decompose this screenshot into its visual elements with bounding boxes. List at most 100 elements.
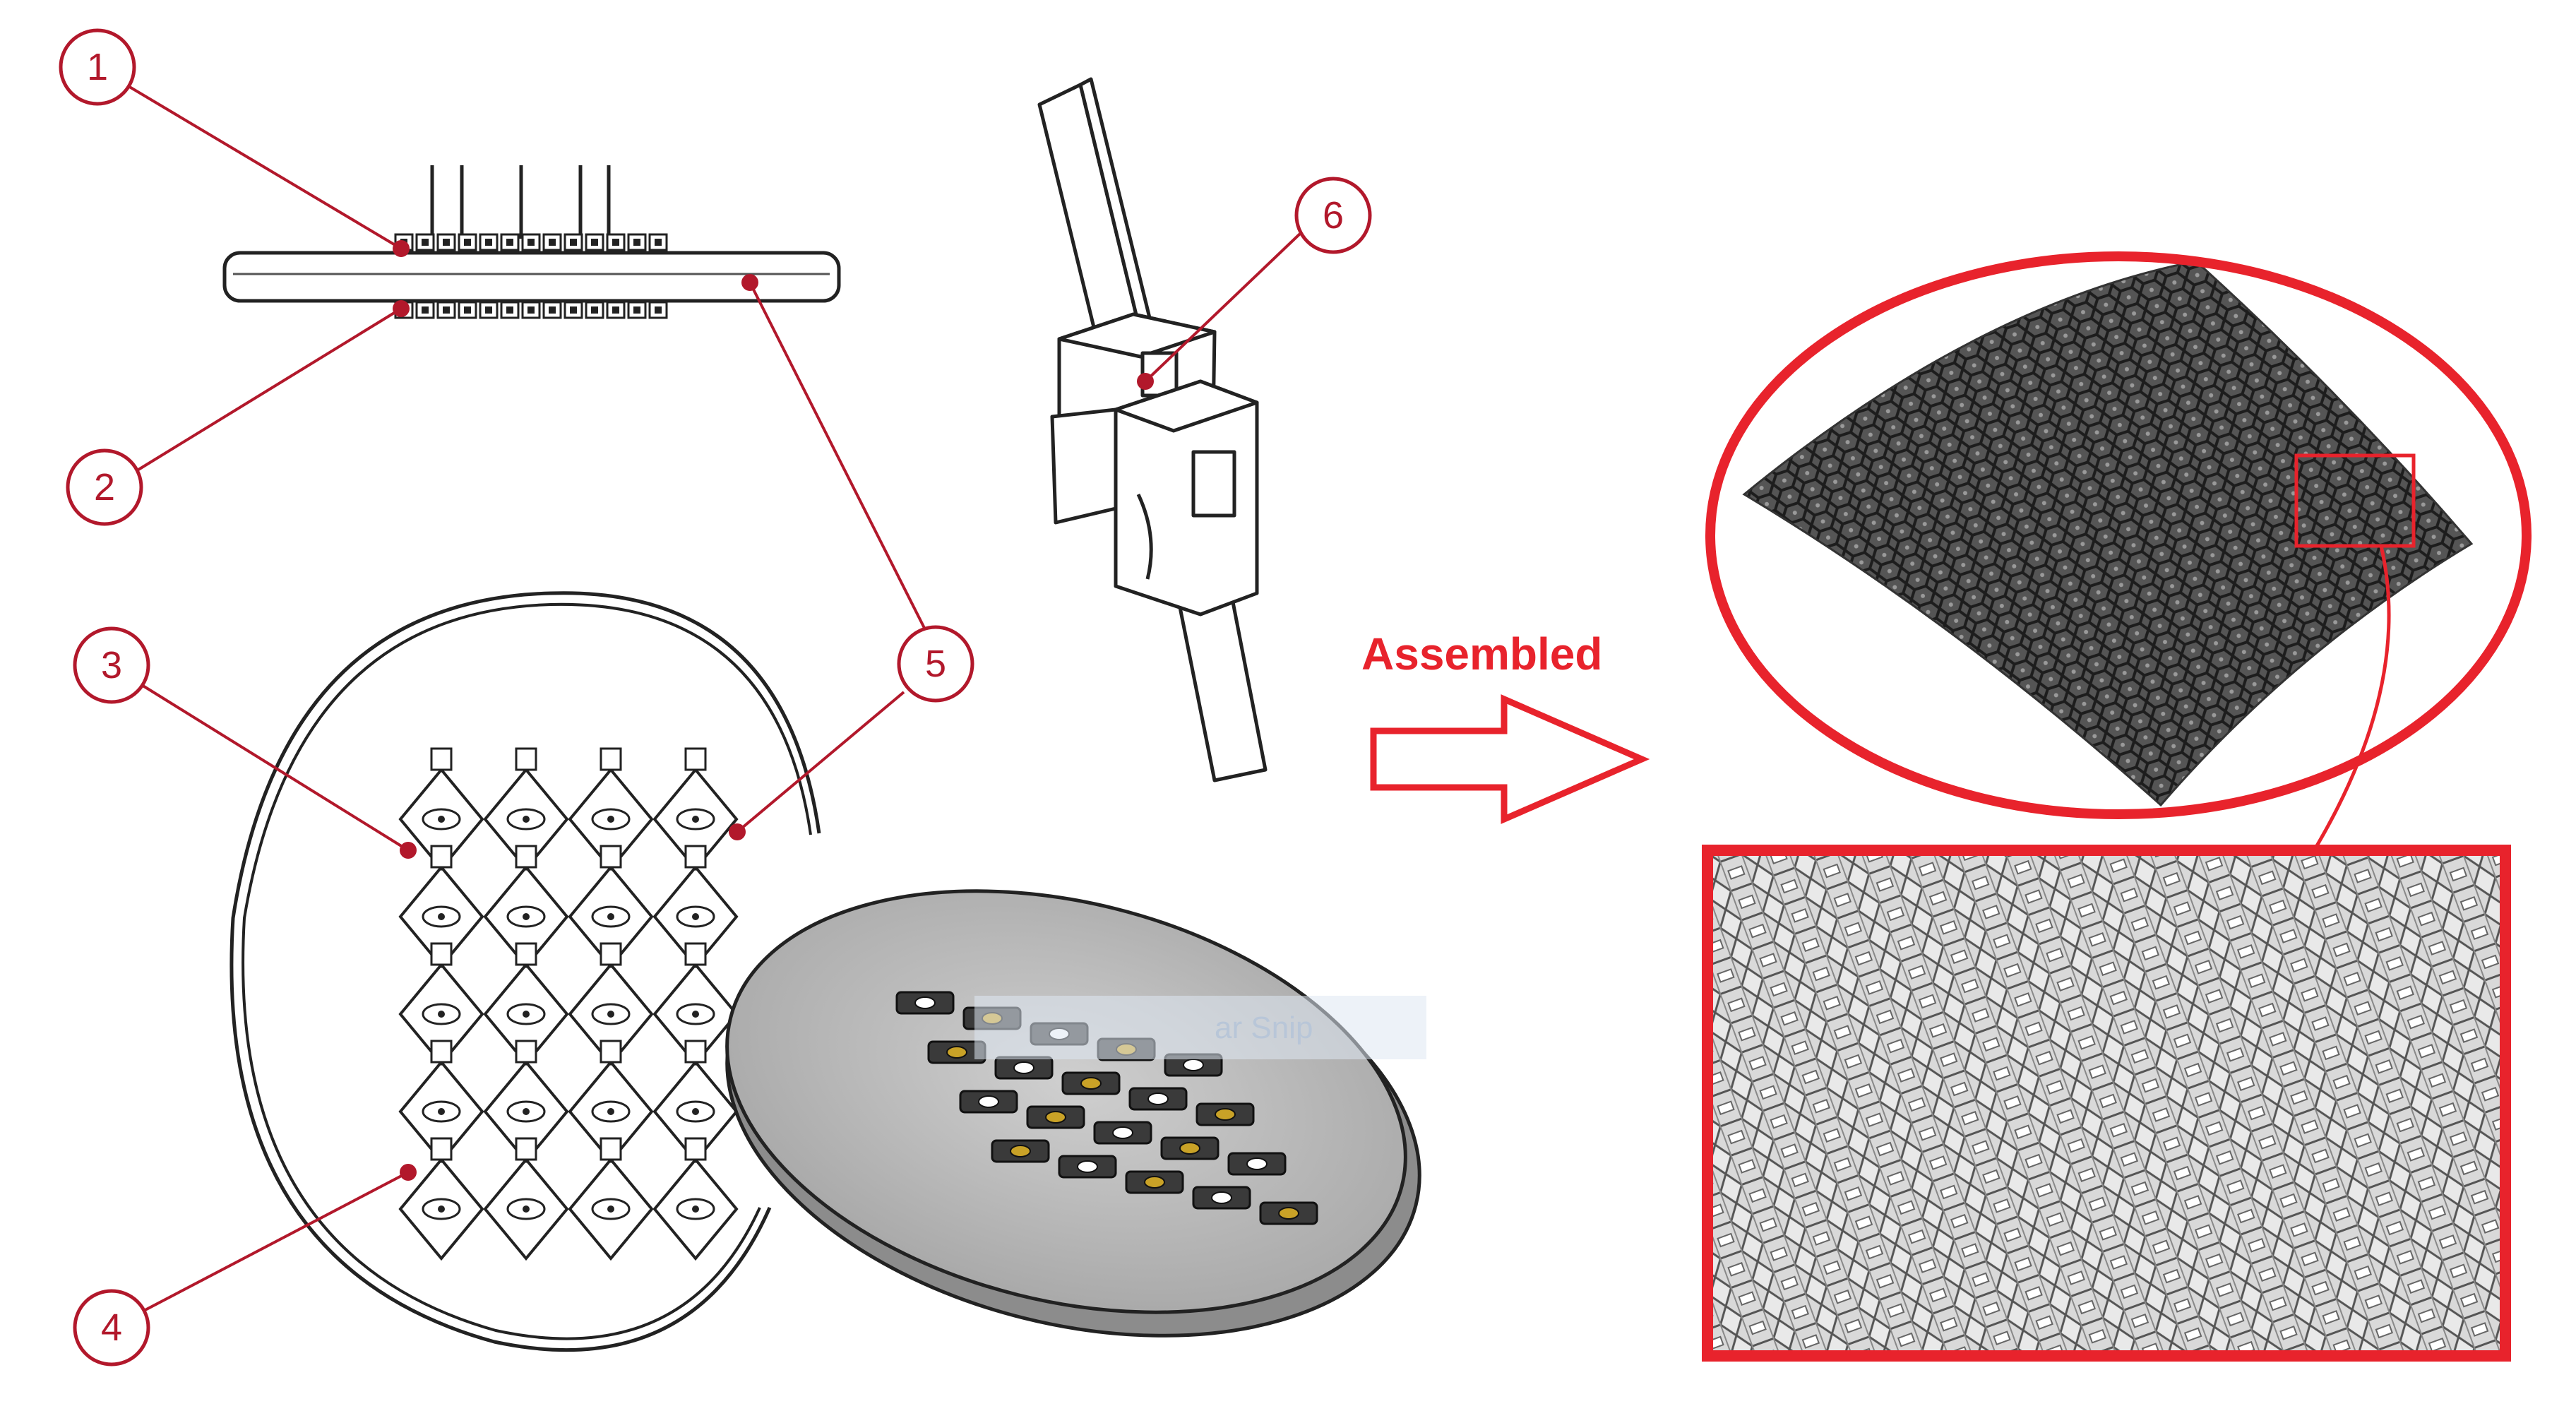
link-mesh [398,747,739,1261]
strip-side-view [222,165,841,319]
mesh-clip [684,1137,707,1161]
chain-link-hole [527,239,535,246]
mesh-clip [430,1040,453,1064]
mesh-eyelet-dot [607,1205,614,1213]
zoomed-mesh-panel [1707,850,2505,1356]
clip-joint-detail [1037,77,1268,782]
chain-link-hole [655,306,662,314]
mesh-eyelet-dot [523,816,530,823]
mesh-eyelet-dot [438,1108,445,1115]
strip-rod [222,251,841,303]
chain-link-hole [485,306,492,314]
strip-pins [430,165,611,239]
mesh-diamond [483,1157,569,1261]
chain-link-hole [422,306,429,314]
callout-3: 3 [73,626,150,704]
mesh-clip [600,1040,622,1064]
mesh-clip [430,747,453,771]
leader-lines [119,80,1302,1315]
mesh-eyelet-dot [692,1205,699,1213]
mesh-eyelet-dot [438,1205,445,1213]
mesh-clip [600,747,622,771]
disc-link-eyelet [1077,1160,1098,1173]
clip-curved-notch [1136,493,1153,580]
curved-mesh-surface [1742,260,2474,807]
callout-6: 6 [1294,177,1372,254]
mesh-clip [430,1137,453,1161]
assembled-arrow-group: Assembled [1361,629,1650,824]
mesh-eyelet-dot [438,1011,445,1018]
disc-link-eyelet [1278,1207,1299,1220]
leader-dots [393,240,1154,1181]
mesh-eyelet-dot [438,913,445,920]
disc-link-eyelet [1080,1077,1102,1090]
disc-link-eyelet [1147,1093,1169,1105]
mesh-clip [430,942,453,966]
ring-loop [229,591,821,1352]
callout-6-label: 6 [1323,194,1344,237]
mesh-clip [684,845,707,869]
callout-3-label: 3 [101,644,122,686]
assembled-arrow [1370,694,1650,824]
disc-link-eyelet [1215,1108,1236,1121]
leader-5a [749,282,935,647]
chain-link-hole [612,306,619,314]
lower-link-row [394,301,668,319]
callout-5-label: 5 [925,643,946,685]
clip-front-top [1114,379,1259,433]
callout-4-label: 4 [101,1306,122,1349]
assembled-mesh-view [1702,251,2532,1362]
ring-loop-inner [242,602,812,1340]
disc-link-eyelet [914,996,936,1009]
chain-link-hole [422,239,429,246]
mesh-eyelet-dot [692,1108,699,1115]
mesh-clip [600,1137,622,1161]
chain-link-hole [527,306,535,314]
mesh-clip [515,845,537,869]
mesh-clip [515,942,537,966]
mesh-clip [684,747,707,771]
chain-link-hole [549,306,556,314]
leader-2 [137,307,402,471]
disc-link-eyelet [946,1046,967,1059]
mesh-clip [430,845,453,869]
leader-6 [1144,232,1302,383]
mesh-clip [684,942,707,966]
clip-back-top [1057,312,1217,359]
mesh-clip [515,747,537,771]
callout-1: 1 [59,28,136,106]
mesh-clip [600,845,622,869]
mesh-eyelet-dot [607,1108,614,1115]
chain-link-hole [485,239,492,246]
callout-2-label: 2 [94,466,115,508]
chain-link-hole [464,306,471,314]
mesh-eyelet-dot [607,1011,614,1018]
clip-front-window [1191,450,1236,518]
mesh-eyelet-dot [438,816,445,823]
callout-5: 5 [897,625,974,703]
mesh-diamond [568,1157,654,1261]
chain-link-hole [633,306,640,314]
leader-1 [119,80,402,250]
mesh-diamond [652,1157,739,1261]
mesh-clip [684,1040,707,1064]
leader-4 [138,1171,409,1315]
chain-link-hole [570,306,577,314]
disc-link-eyelet [1112,1126,1133,1139]
zoomed-mesh-frame [1702,845,2511,1362]
mesh-eyelet-dot [692,816,699,823]
mesh-eyelet-dot [692,913,699,920]
leader-5b [736,691,905,833]
disc-link-eyelet [1144,1176,1165,1189]
mesh-eyelet-dot [523,1205,530,1213]
chain-link-hole [549,239,556,246]
callout-4: 4 [73,1289,150,1367]
clip-left-lip [1050,407,1118,525]
mesh-clip [600,942,622,966]
mesh-eyelet-dot [692,1011,699,1018]
zoom-connector [2300,545,2391,871]
disc-link-eyelet [1045,1111,1066,1124]
chain-link-hole [612,239,619,246]
snip-overlay-box [974,996,1426,1059]
